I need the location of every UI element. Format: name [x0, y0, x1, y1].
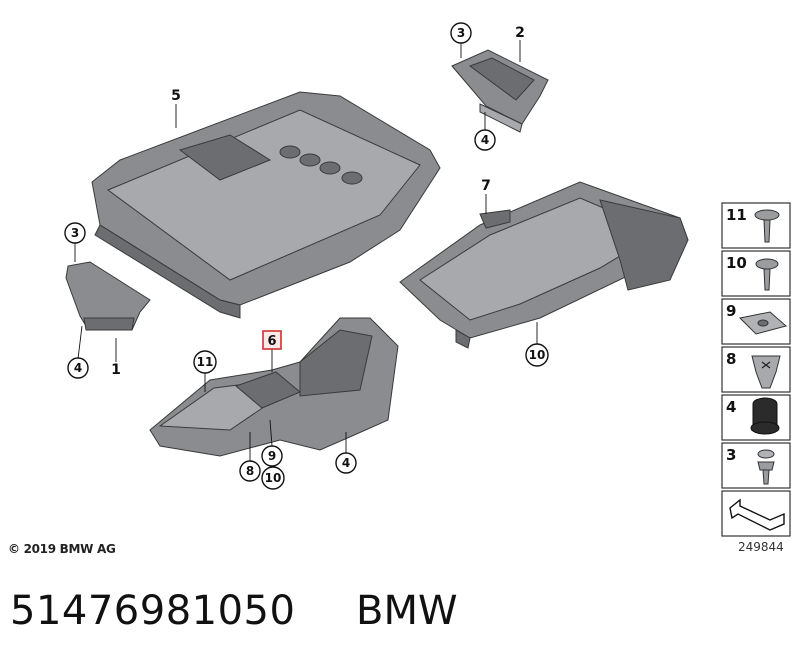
callout-7: 7: [481, 178, 491, 194]
svg-text:10: 10: [529, 348, 546, 362]
callout-4-left: 4: [67, 357, 89, 379]
part-6-storage-tray: [149, 317, 399, 457]
callout-6-highlighted: 6: [262, 330, 282, 350]
callout-3-left: 3: [64, 222, 86, 244]
svg-text:4: 4: [342, 456, 350, 470]
svg-text:7: 7: [481, 178, 491, 194]
svg-text:1: 1: [111, 362, 121, 378]
part-7-floor-panel: [399, 181, 689, 349]
svg-text:5: 5: [171, 88, 181, 104]
parts-diagram: 5 3 2 4 7 3 4 1 6 11 8 9 10: [64, 22, 791, 537]
svg-text:11: 11: [197, 355, 214, 369]
legend-item-8: 8: [721, 346, 791, 393]
copyright-notice: © 2019 BMW AG: [8, 542, 116, 556]
svg-text:3: 3: [457, 26, 465, 40]
svg-text:9: 9: [268, 449, 276, 463]
svg-text:6: 6: [267, 334, 276, 349]
legend-item-3: 3: [721, 442, 791, 489]
svg-text:10: 10: [265, 471, 282, 485]
callout-1: 1: [111, 362, 121, 378]
svg-text:4: 4: [481, 133, 489, 147]
brand-name: BMW: [356, 588, 458, 634]
svg-text:4: 4: [74, 361, 82, 375]
callout-5: 5: [171, 88, 181, 104]
svg-text:8: 8: [246, 464, 254, 478]
svg-text:8: 8: [726, 350, 736, 368]
part-1-bracket: [65, 261, 151, 331]
legend-item-10: 10: [721, 250, 791, 297]
leader-lines: [74, 40, 538, 463]
tray-cup-holders: [279, 145, 363, 185]
callout-2: 2: [515, 25, 525, 41]
part-2-storage-bin: [451, 49, 549, 133]
legend-orientation-icon: [721, 490, 791, 537]
svg-text:11: 11: [726, 206, 747, 224]
callout-8: 8: [239, 460, 261, 482]
svg-text:10: 10: [726, 254, 747, 272]
svg-text:4: 4: [726, 398, 736, 416]
legend-item-9: 9: [721, 298, 791, 345]
svg-text:3: 3: [71, 226, 79, 240]
callout-9: 9: [261, 445, 283, 467]
legend-item-11: 11: [721, 202, 791, 249]
callout-4-top: 4: [474, 129, 496, 151]
callout-11: 11: [193, 350, 217, 374]
callout-3-top: 3: [450, 22, 472, 44]
diagram-number: 249844: [738, 540, 784, 554]
callout-10-right: 10: [525, 343, 549, 367]
fastener-legend: 11 10 9 8 4: [721, 202, 791, 537]
callout-4-bottom: 4: [335, 452, 357, 474]
callout-10-bottom: 10: [261, 466, 285, 490]
svg-text:3: 3: [726, 446, 736, 464]
legend-item-4: 4: [721, 394, 791, 441]
part-number: 51476981050: [10, 588, 296, 634]
svg-text:2: 2: [515, 25, 525, 41]
svg-text:9: 9: [726, 302, 736, 320]
part-5-floor-tray: [91, 91, 441, 319]
